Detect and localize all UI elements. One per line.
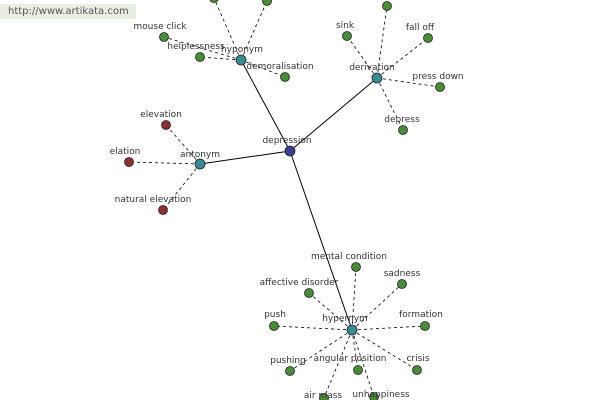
labels: mouse click helplessness demoralisation hyp…	[110, 21, 464, 400]
relation-label-hypernym: hypernym	[322, 314, 368, 324]
term-node-hyponym[interactable]	[195, 52, 205, 62]
term-label-hypernym: sadness	[384, 269, 421, 279]
term-label-hypernym: push	[264, 310, 286, 320]
edge-hyponym-term	[240, 59, 286, 78]
edge-antonym-term	[162, 163, 201, 211]
term-label-antonym: elevation	[140, 110, 182, 120]
edges	[128, 0, 441, 399]
term-node-hypernym[interactable]	[369, 392, 379, 400]
term-label-derivation: depress	[384, 115, 420, 125]
relation-node-hypernym[interactable]	[346, 324, 358, 336]
term-node-derivation[interactable]	[398, 125, 408, 135]
edge-derivation-term	[376, 77, 404, 131]
edge-hypernym-term	[351, 266, 357, 331]
term-node-hyponym[interactable]	[209, 0, 219, 3]
term-label-hypernym: mental condition	[311, 252, 387, 262]
edge-hypernym-term	[351, 329, 359, 371]
edge-hypernym-term	[289, 329, 353, 372]
edge-hypernym-term	[273, 325, 353, 331]
term-node-hyponym[interactable]	[262, 0, 272, 6]
relation-label-derivation: derivation	[349, 63, 395, 73]
term-node-hypernym[interactable]	[397, 279, 407, 289]
term-node-derivation[interactable]	[423, 33, 433, 43]
term-node-derivation[interactable]	[342, 31, 352, 41]
term-label-hypernym: pushing	[270, 356, 306, 366]
term-label-derivation: fall off	[406, 23, 435, 33]
term-label-hypernym: air mass	[304, 391, 343, 400]
term-node-antonym[interactable]	[124, 157, 134, 167]
edge-antonym-term	[128, 161, 201, 165]
edge-derivation-term	[376, 5, 388, 79]
term-label-hyponym: helplessness	[167, 42, 225, 52]
term-node-hypernym[interactable]	[304, 288, 314, 298]
edge-hyponym-term	[199, 56, 242, 61]
nodes	[124, 0, 445, 400]
edge-hypernym-term	[351, 283, 403, 331]
term-node-hyponym[interactable]	[159, 32, 169, 42]
edge-hyponym-term	[214, 0, 242, 61]
center-label: depression	[262, 136, 311, 146]
term-node-hypernym[interactable]	[353, 365, 363, 375]
term-label-hypernym: crisis	[406, 354, 429, 364]
term-node-hypernym[interactable]	[420, 321, 430, 331]
edge-derivation-term	[376, 37, 429, 79]
term-label-hypernym: angular position	[314, 354, 387, 364]
edge-antonym-term	[165, 124, 201, 165]
relation-label-antonym: antonym	[180, 150, 220, 160]
watermark-url[interactable]: http://www.artikata.com	[0, 4, 136, 19]
relation-node-antonym[interactable]	[194, 158, 206, 170]
term-node-hypernym[interactable]	[319, 393, 329, 400]
term-label-hypernym: affective disorder	[260, 278, 339, 288]
edge-hypernym-term	[323, 329, 353, 399]
term-node-antonym[interactable]	[161, 120, 171, 130]
edge-center-hyponym	[240, 59, 291, 152]
term-label-antonym: elation	[110, 147, 141, 157]
term-label-derivation: sink	[336, 21, 355, 31]
edge-hypernym-term	[351, 325, 426, 331]
relation-node-hyponym[interactable]	[235, 54, 247, 66]
term-label-hypernym: unhappiness	[352, 390, 409, 400]
edge-hypernym-term	[351, 329, 418, 371]
edge-center-antonym	[199, 150, 291, 165]
edge-center-derivation	[289, 77, 378, 152]
edge-derivation-term	[376, 77, 441, 88]
relation-label-hyponym: hyponym	[221, 45, 263, 55]
term-node-derivation[interactable]	[435, 82, 445, 92]
edge-center-hypernym	[289, 150, 353, 331]
term-label-hyponym: mouse click	[133, 22, 187, 32]
term-node-derivation[interactable]	[382, 1, 392, 11]
term-label-hypernym: formation	[399, 310, 443, 320]
term-node-hypernym[interactable]	[351, 262, 361, 272]
edge-hyponym-term	[163, 36, 242, 61]
term-node-hyponym[interactable]	[280, 72, 290, 82]
term-node-hypernym[interactable]	[269, 321, 279, 331]
term-node-hypernym[interactable]	[412, 365, 422, 375]
edge-hyponym-term	[240, 0, 268, 61]
edge-derivation-term	[346, 35, 378, 79]
center-node[interactable]	[284, 145, 296, 157]
term-node-hypernym[interactable]	[285, 366, 295, 376]
term-label-antonym: natural elevation	[115, 195, 192, 205]
term-node-antonym[interactable]	[158, 205, 168, 215]
relation-node-derivation[interactable]	[371, 72, 383, 84]
term-label-derivation: press down	[412, 72, 463, 82]
term-label-hyponym: demoralisation	[246, 62, 313, 72]
